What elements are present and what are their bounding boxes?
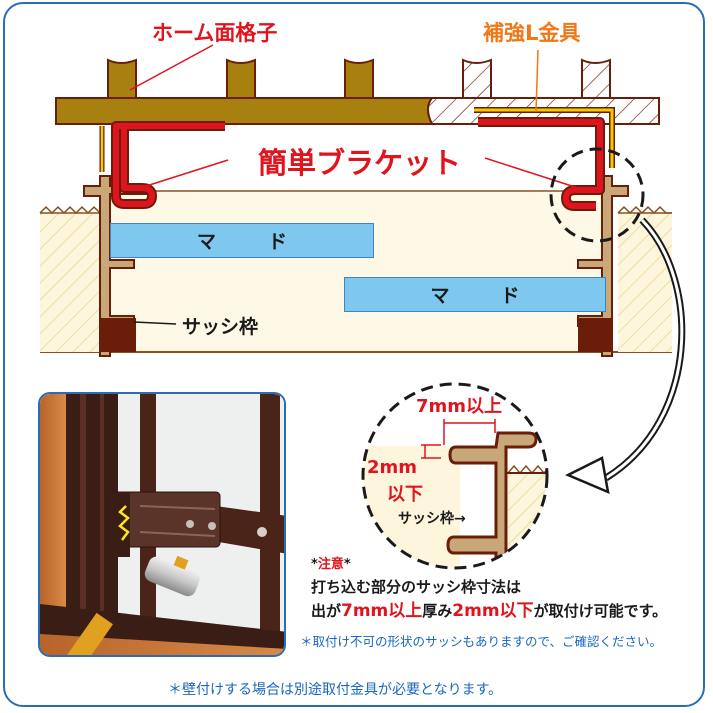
thickness-dimension-1: 2mm [367,457,418,478]
hammer-head-icon [144,555,200,597]
bottom-note: ＊壁付けする場合は別途取付金具が必要となります。 [168,682,503,698]
notice-line-2a: 出が [311,602,342,620]
window-char: ド [500,285,520,307]
lattice-bar [226,58,256,101]
l-bracket [474,108,614,168]
thickness-dimension-2: 以下 [387,484,423,505]
detail-sash-label: サッシ枠→ [398,511,466,527]
notice-title-prefix: * [311,557,318,572]
sash-base-right [578,318,612,352]
window-char: ド [267,231,287,253]
notice-line-2e: が取付け可能です。 [533,602,668,620]
hammer-handle-icon [56,612,113,655]
zoom-circle-small [549,147,645,243]
room-interior [104,191,608,352]
notice-line-2c: 厚み [422,602,453,620]
lattice-bar-hatched [462,58,492,101]
wall-right [618,213,672,352]
photo-illustration [40,394,284,655]
simple-bracket-left [113,123,225,207]
notice-overhang-value: 7mm以上 [341,601,423,621]
lattice-bar [344,58,374,101]
installation-photo [38,392,286,657]
notice-block: *注意* 打ち込む部分のサッシ枠寸法は 出が7mm以上厚み2mm以下が取付け可能… [311,555,667,623]
overhang-dimension: 7mm以上 [416,396,503,417]
lattice-bar [107,58,137,101]
sash-base-left [100,318,136,352]
simple-bracket-right [478,119,603,209]
simple-bracket-label: 簡単ブラケット [258,146,462,180]
lattice-bar-hatched [581,58,611,101]
reinforce-bracket-label: 補強L金具 [483,21,581,45]
zoom-circle-large [361,382,549,570]
window-pane-inner: マ ド [110,223,374,258]
window-char: マ [430,285,450,307]
lattice-rail [55,97,435,125]
impact-icon [118,505,130,541]
sash-frame-label: サッシ枠 [182,316,259,338]
notice-title-suffix: * [343,557,351,572]
notice-title: 注意 [317,557,344,572]
notice-footnote: ＊取付け不可の形状のサッシもありますので、ご確認ください。 [300,634,663,649]
window-pane-outer: マ ド [344,277,606,312]
wall-left [40,213,100,352]
notice-line-1: 打ち込む部分のサッシ枠寸法は [311,578,522,596]
notice-thickness-value: 2mm以下 [452,601,534,621]
window-char: マ [196,231,216,253]
detail-sash-profile [446,431,538,561]
home-lattice-label: ホーム面格子 [152,21,278,45]
pointer-arrow [605,218,684,480]
sash-frame-left [83,175,151,357]
